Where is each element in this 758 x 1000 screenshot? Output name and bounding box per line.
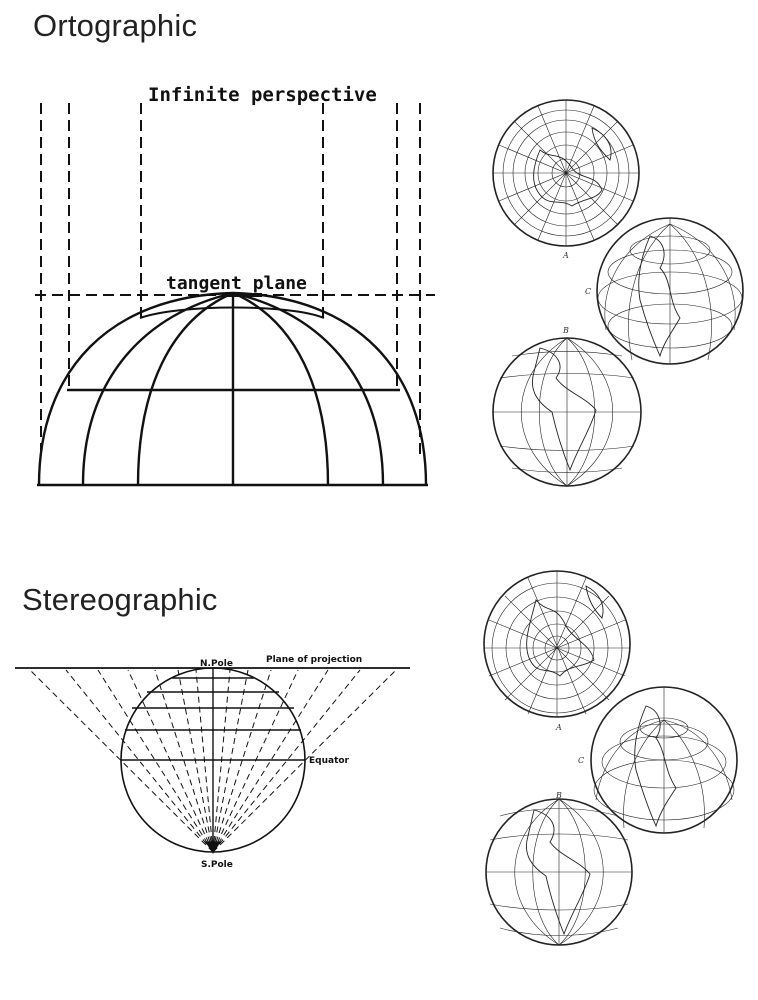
ortho-globe-b-label: B: [562, 326, 569, 335]
stereo-globe-b-label: B: [555, 791, 562, 800]
projection-rays: [40, 103, 421, 460]
infinite-perspective-label: Infinite perspective: [148, 84, 377, 106]
n-pole-label: N.Pole: [200, 659, 233, 669]
orthographic-title: Ortographic: [33, 8, 198, 43]
equator-label: Equator: [309, 756, 350, 766]
stereographic-diagram: [15, 667, 410, 854]
s-pole-label: S.Pole: [201, 860, 233, 870]
stereo-globe-c: [590, 686, 738, 834]
hemisphere: [37, 291, 428, 487]
ortho-globe-b: B: [492, 326, 642, 487]
ortho-globe-a: [492, 99, 640, 247]
orthographic-diagram: [35, 103, 435, 487]
stereo-globe-c-label: C: [578, 756, 584, 765]
ortho-globe-a-label: A: [562, 251, 569, 260]
tangent-plane-label: tangent plane: [166, 273, 307, 294]
ortho-globe-c-label: C: [585, 287, 591, 296]
ortho-globe-c: [596, 217, 744, 365]
stereo-globe-a: [483, 570, 631, 718]
stereo-globe-a-label: A: [555, 723, 562, 732]
stereo-globe-b: [485, 798, 633, 946]
stereographic-title: Stereographic: [22, 582, 218, 617]
plane-of-projection-label: Plane of projection: [266, 655, 362, 665]
